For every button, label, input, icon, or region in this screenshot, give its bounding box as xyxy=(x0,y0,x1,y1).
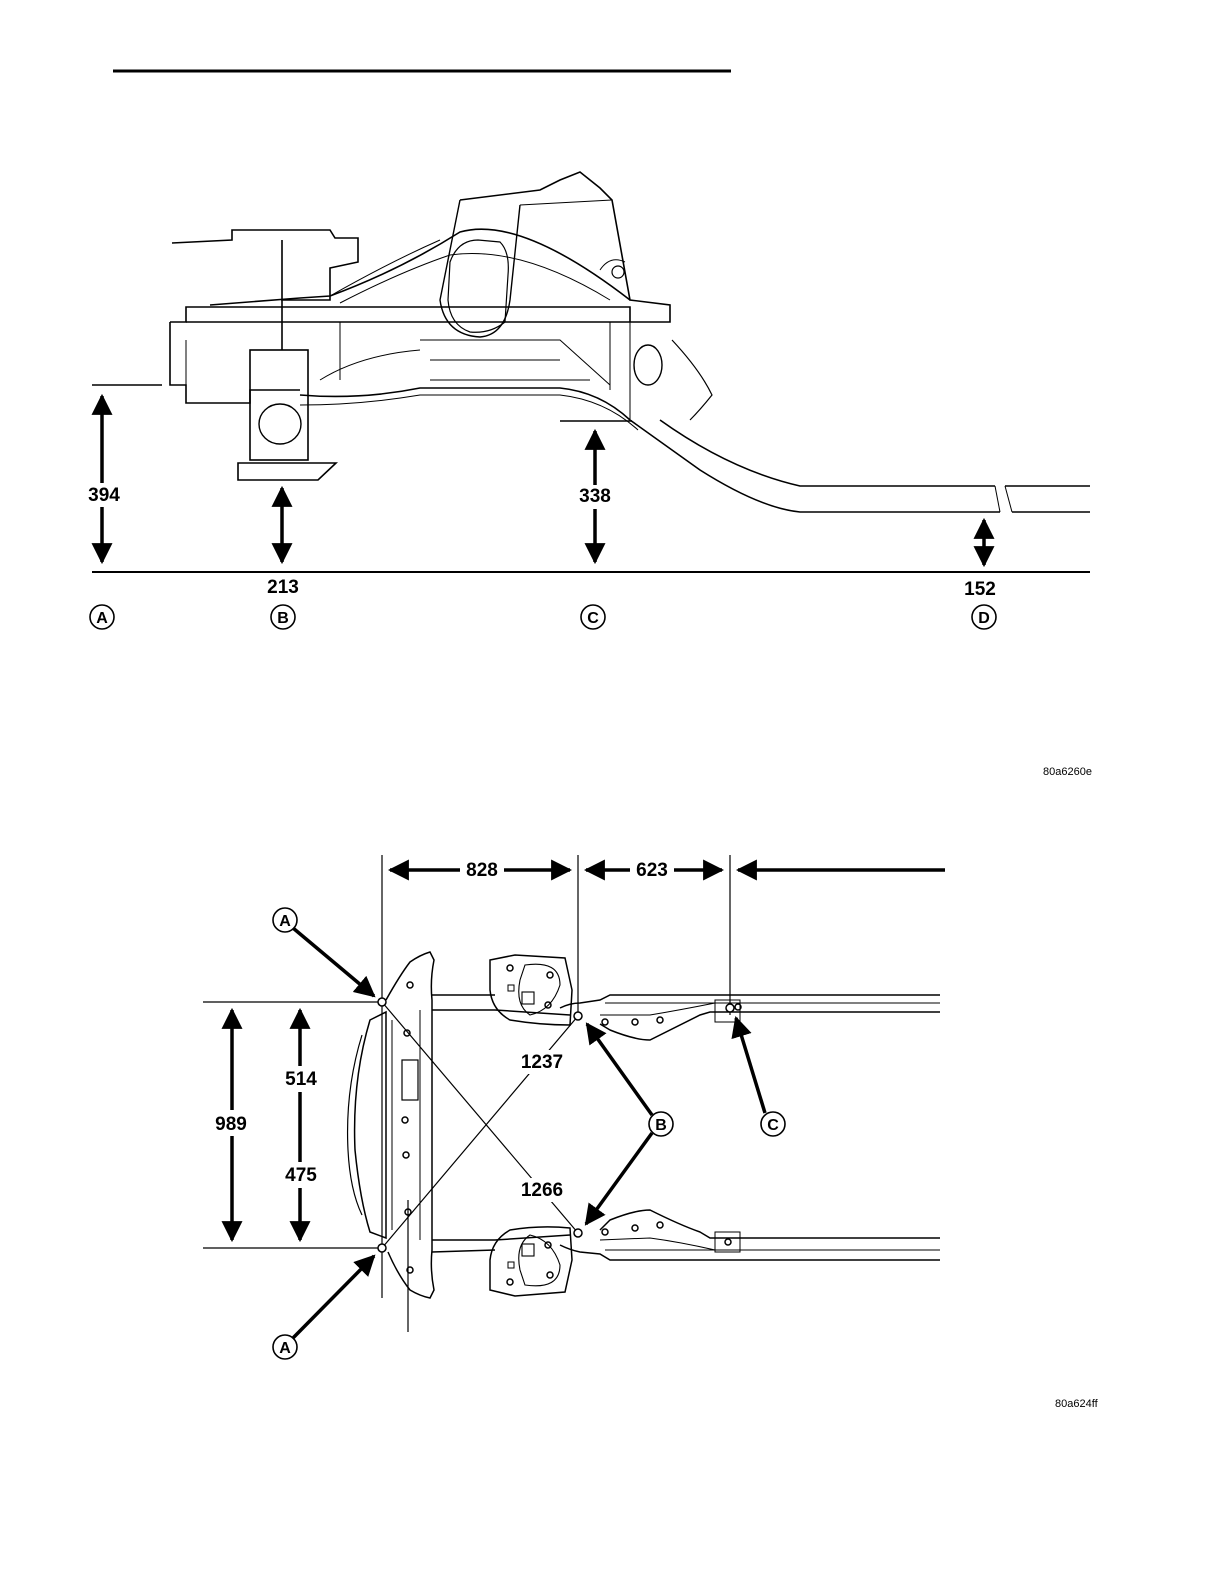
top-dim-label-828: 828 xyxy=(466,860,498,881)
svg-text:A: A xyxy=(96,610,108,627)
top-dim-label-475: 475 xyxy=(285,1165,317,1186)
top-callout-a-upper: A xyxy=(273,908,297,932)
top-dim-label-514: 514 xyxy=(285,1069,317,1090)
top-dim-label-1266: 1266 xyxy=(521,1180,563,1201)
side-dim-label-d: 152 xyxy=(964,579,996,600)
side-dim-label-c: 338 xyxy=(579,486,611,507)
svg-text:D: D xyxy=(978,610,990,627)
side-view-figure xyxy=(92,172,1090,572)
leader-a-bottom xyxy=(293,1256,374,1338)
side-callout-b: B xyxy=(271,605,295,629)
side-callout-d: D xyxy=(972,605,996,629)
ref-point-a-top xyxy=(378,998,386,1006)
side-lower-mount xyxy=(238,350,336,480)
leader-a-top xyxy=(293,928,374,996)
svg-text:A: A xyxy=(279,1340,291,1357)
top-view-dimension-arrows xyxy=(232,870,945,1338)
svg-text:A: A xyxy=(279,913,291,930)
ref-point-a-bottom xyxy=(378,1244,386,1252)
top-callout-a-lower: A xyxy=(273,1335,297,1359)
side-front-bracket xyxy=(172,230,358,350)
side-dim-label-b: 213 xyxy=(267,577,299,598)
side-view-dimension-arrows xyxy=(102,396,984,565)
top-callout-c: C xyxy=(761,1112,785,1136)
side-rear-kickup xyxy=(630,322,1090,512)
svg-text:C: C xyxy=(767,1117,779,1134)
top-view-figure-id: 80a624ff xyxy=(1055,1398,1098,1410)
side-shock-tower xyxy=(210,172,670,337)
side-callout-a: A xyxy=(90,605,114,629)
top-view-figure xyxy=(203,855,940,1332)
top-callout-b: B xyxy=(649,1112,673,1136)
ref-point-c xyxy=(726,1004,734,1012)
top-upper-rail xyxy=(432,995,940,1040)
side-view-figure-id: 80a6260e xyxy=(1043,766,1092,778)
leader-c xyxy=(736,1018,765,1113)
top-dim-label-989: 989 xyxy=(215,1114,247,1135)
leader-b-top xyxy=(587,1024,652,1115)
svg-text:C: C xyxy=(587,610,599,627)
top-dim-label-1237: 1237 xyxy=(521,1052,563,1073)
top-dim-label-623: 623 xyxy=(636,860,668,881)
ref-point-b-bottom xyxy=(574,1229,582,1237)
top-lower-rail xyxy=(432,1210,940,1260)
ref-point-b-top xyxy=(574,1012,582,1020)
svg-text:B: B xyxy=(277,610,289,627)
top-front-crossmember xyxy=(348,952,434,1298)
svg-text:B: B xyxy=(655,1117,667,1134)
side-callout-c: C xyxy=(581,605,605,629)
side-dim-label-a: 394 xyxy=(88,485,120,506)
